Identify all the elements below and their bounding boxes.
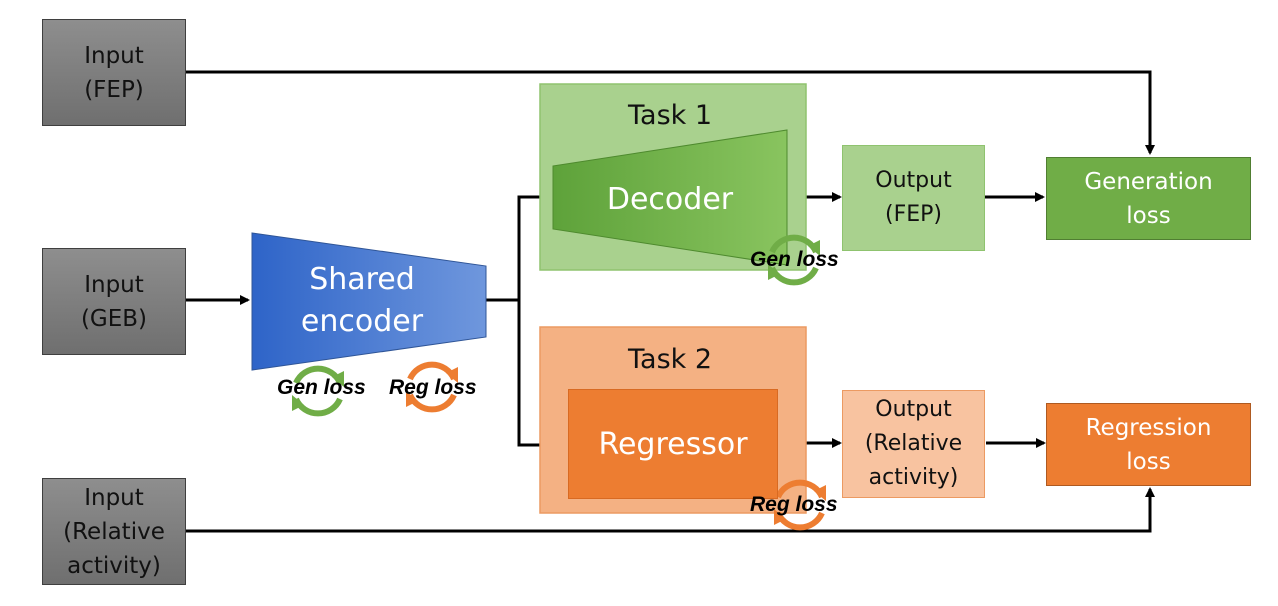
task1-title: Task 1 [628, 100, 713, 131]
gen-loss-tag-decoder: Gen loss [750, 248, 839, 271]
fep-to-generation-loss-arrow [186, 70, 1155, 155]
input-activity-box: Input (Relative activity) [42, 478, 186, 585]
activity-to-regression-loss-arrow [186, 487, 1155, 533]
output-fep-box: Output (FEP) [842, 145, 985, 251]
reg-loss-cycle-icon-encoder [406, 361, 458, 413]
reg-loss-cycle-icon-regressor [774, 479, 826, 531]
generation-loss-box: Generation loss [1046, 157, 1251, 240]
gen-loss-cycle-icon-encoder [292, 365, 344, 417]
regression-loss-box: Regression loss [1046, 403, 1251, 486]
shared-encoder-label: Shared encoder [300, 262, 424, 339]
regressor-box: Regressor [568, 389, 778, 499]
gen-loss-tag-encoder: Gen loss [277, 376, 366, 399]
input-geb-box: Input (GEB) [42, 248, 186, 355]
reg-loss-tag-encoder: Reg loss [389, 376, 477, 399]
input-fep-box: Input (FEP) [42, 19, 186, 126]
shared-encoder-shape [251, 232, 487, 371]
reg-loss-tag-regressor: Reg loss [750, 493, 838, 516]
decoder-shape [552, 129, 788, 266]
gen-loss-cycle-icon-decoder [768, 234, 820, 286]
decoder-label: Decoder [606, 182, 734, 217]
task2-title: Task 2 [628, 344, 713, 375]
output-activity-box: Output (Relative activity) [842, 390, 985, 498]
